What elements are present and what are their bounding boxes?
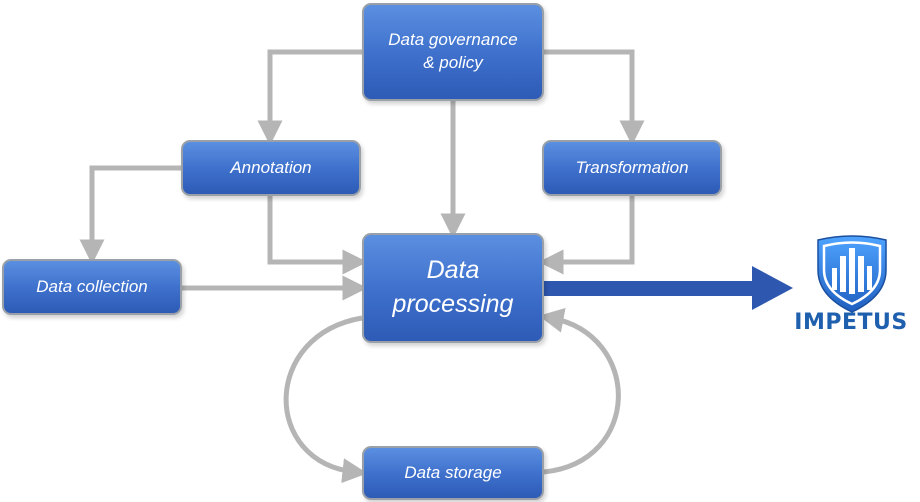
impetus-shield-logo [817,235,887,313]
connector-processing-storage [283,315,368,484]
impetus-logo-text: IMPETUS [794,310,908,335]
output-arrow [544,266,793,310]
annotation-label: Annotation [230,157,312,177]
annotation-node: Annotation [181,140,361,196]
transformation-label: Transformation [575,157,689,177]
processing-node: Data processing [362,233,544,343]
connector-governance-transformation [544,49,645,146]
connector-transformation-processing [538,196,635,275]
processing-label: Data processing [392,256,514,318]
collection-label: Data collection [36,276,148,296]
storage-node: Data storage [362,446,544,500]
connector-governance-annotation [257,49,362,146]
collection-node: Data collection [2,259,182,315]
transformation-node: Transformation [542,140,722,196]
connector-annotation-collection [79,165,181,265]
connector-annotation-processing [267,196,368,275]
connector-storage-processing [538,308,621,475]
governance-label: Data governance & policy [388,30,518,72]
storage-label: Data storage [404,462,502,482]
governance-node: Data governance & policy [362,3,544,101]
